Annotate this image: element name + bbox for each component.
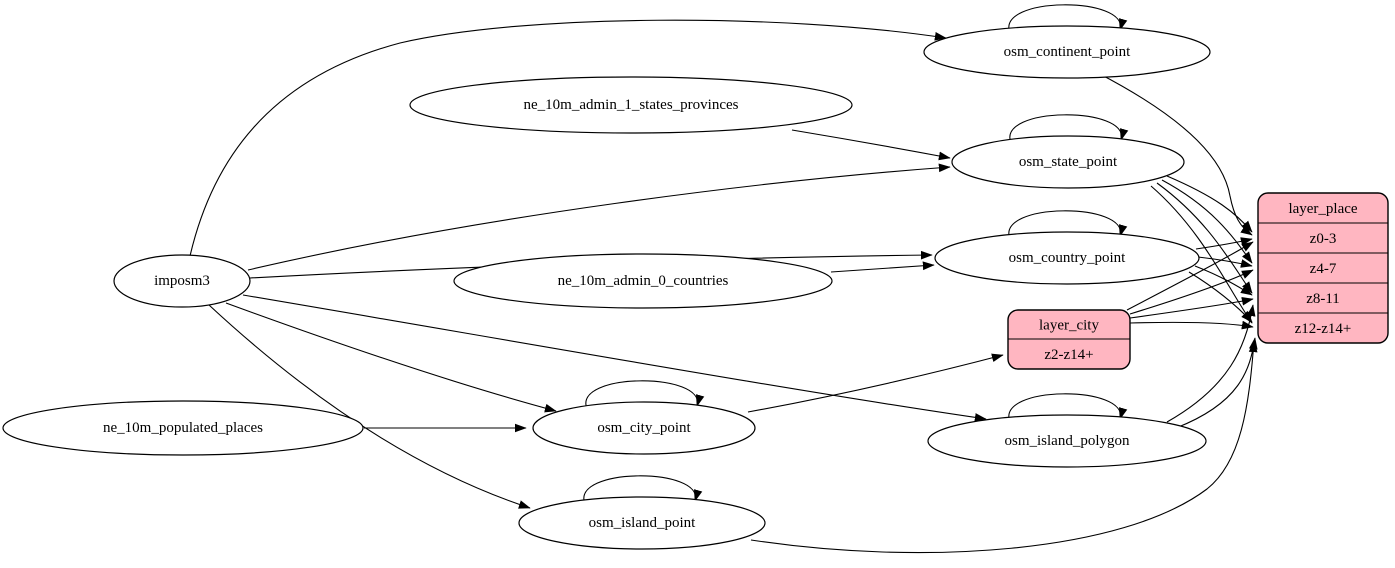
edge-layer_city-to-layer_place-z4-7: [1129, 269, 1254, 315]
record-layer_place-header: layer_place: [1288, 201, 1357, 217]
edge-osm_island_polygon-to-layer_place-z8-11: [1166, 304, 1256, 423]
record-layer_city: layer_city z2-z14+: [1007, 309, 1131, 370]
node-ne_10m_populated_places-shape: [2, 400, 364, 456]
edge-layer_city-to-layer_place-z0-3: [1126, 241, 1254, 311]
node-osm_continent_point: osm_continent_point: [923, 25, 1211, 79]
edge-osm_country_point-to-layer_place-z8-11: [1194, 265, 1253, 296]
node-imposm3: imposm3: [113, 254, 251, 308]
record-layer_place-row-z12-z14+: z12-z14+: [1295, 321, 1352, 337]
record-layer_place-shape: [1257, 192, 1389, 344]
node-osm_island_polygon-shape: [927, 414, 1207, 468]
edge-osm_continent_point-to-layer_place-z0-3: [1097, 72, 1253, 236]
edge-imposm3-to-osm_island_polygon: [242, 294, 987, 422]
node-ne_10m_admin_1_states_provinces-shape: [409, 76, 853, 134]
edges-layer: [189, 4, 1258, 554]
node-osm_island_point-label: osm_island_point: [589, 515, 697, 531]
edge-imposm3-to-osm_city_point: [225, 302, 557, 413]
edge-osm_island_polygon-to-osm_island_polygon-self: [1008, 393, 1128, 423]
edge-osm_state_point-to-layer_place-z12-z14+: [1150, 185, 1253, 324]
edge-imposm3-to-osm_state_point: [247, 163, 951, 271]
node-ne_10m_populated_places: ne_10m_populated_places: [2, 400, 364, 456]
node-osm_island_polygon-label: osm_island_polygon: [1004, 433, 1130, 449]
edge-ne_10m_admin_1_states_provinces-to-osm_state_point: [791, 129, 951, 161]
edge-osm_state_point-to-layer_place-z8-11: [1156, 182, 1253, 294]
node-ne_10m_admin_1_states_provinces-label: ne_10m_admin_1_states_provinces: [524, 97, 739, 113]
nodes-layer: imposm3 ne_10m_admin_1_states_provincesne…: [2, 25, 1389, 550]
node-ne_10m_admin_1_states_provinces: ne_10m_admin_1_states_provinces: [409, 76, 853, 134]
edge-osm_island_point-to-osm_island_point-self: [583, 475, 703, 505]
node-imposm3-shape: [113, 254, 251, 308]
edge-osm_city_point-to-osm_city_point-self: [585, 380, 705, 410]
edge-osm_state_point-to-layer_place-z0-3: [1166, 175, 1253, 233]
node-osm_continent_point-shape: [923, 25, 1211, 79]
edge-osm_island_point-to-layer_place-z12-z14+: [750, 340, 1258, 554]
node-osm_island_polygon: osm_island_polygon: [927, 414, 1207, 468]
edge-osm_island_polygon-to-layer_place-z12-z14+: [1175, 337, 1258, 429]
record-layer_city-row-z2-z14+: z2-z14+: [1044, 347, 1093, 363]
node-ne_10m_admin_0_countries: ne_10m_admin_0_countries: [453, 253, 833, 309]
record-layer_place: layer_place z0-3 z4-7 z8-11 z12-z14+: [1257, 192, 1389, 344]
node-ne_10m_admin_0_countries-shape: [453, 253, 833, 309]
record-layer_place-row-z4-7: z4-7: [1310, 261, 1337, 277]
node-osm_island_point: osm_island_point: [518, 496, 766, 550]
node-osm_state_point: osm_state_point: [951, 135, 1185, 189]
node-osm_city_point-label: osm_city_point: [597, 420, 691, 436]
node-osm_state_point-label: osm_state_point: [1019, 154, 1118, 170]
node-osm_country_point: osm_country_point: [934, 231, 1200, 285]
edge-osm_state_point-to-osm_state_point-self: [1009, 114, 1129, 144]
node-imposm3-label: imposm3: [154, 273, 210, 289]
edge-layer_city-to-layer_place-z8-11: [1129, 297, 1254, 319]
node-ne_10m_populated_places-label: ne_10m_populated_places: [103, 420, 263, 436]
record-layer_place-row-z8-11: z8-11: [1306, 291, 1340, 307]
edge-ne_10m_admin_0_countries-to-osm_country_point: [830, 261, 935, 273]
edge-osm_country_point-to-layer_place-z12-z14+: [1188, 271, 1253, 323]
edge-osm_city_point-to-layer_city-z2-z14+: [747, 353, 1004, 413]
record-layer_city-header: layer_city: [1039, 318, 1099, 334]
edge-osm_state_point-to-layer_place-z4-7: [1161, 179, 1253, 264]
node-osm_state_point-shape: [951, 135, 1185, 189]
record-layer_place-row-z0-3: z0-3: [1310, 231, 1337, 247]
node-ne_10m_admin_0_countries-label: ne_10m_admin_0_countries: [558, 273, 729, 289]
edge-osm_country_point-to-layer_place-z0-3: [1195, 237, 1253, 250]
node-osm_continent_point-label: osm_continent_point: [1004, 44, 1131, 60]
edge-imposm3-to-osm_continent_point: [189, 19, 947, 257]
edge-osm_country_point-to-osm_country_point-self: [1008, 210, 1128, 240]
edge-layer_city-to-layer_place-z12-z14+: [1129, 320, 1254, 330]
node-osm_island_point-shape: [518, 496, 766, 550]
node-osm_city_point-shape: [532, 401, 756, 455]
edge-osm_continent_point-to-osm_continent_point-self: [1008, 4, 1128, 34]
node-osm_country_point-label: osm_country_point: [1009, 250, 1126, 266]
edge-osm_country_point-to-layer_place-z4-7: [1197, 256, 1253, 268]
node-osm_country_point-shape: [934, 231, 1200, 285]
node-osm_city_point: osm_city_point: [532, 401, 756, 455]
